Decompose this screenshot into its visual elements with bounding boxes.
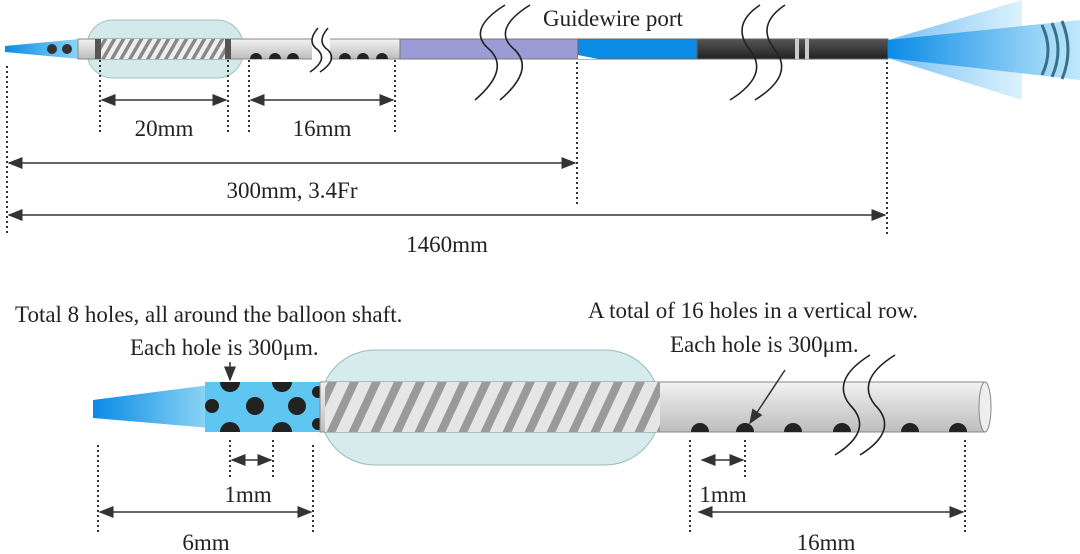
balloon-coil (97, 39, 229, 59)
shaft-end (978, 381, 992, 433)
left-note-line1: Total 8 holes, all around the balloon sh… (15, 302, 402, 327)
dim-balloon-label: 20mm (135, 116, 194, 141)
side-holes (250, 53, 388, 59)
marker-band (225, 39, 231, 59)
pointer-arrow-right (749, 369, 786, 425)
detail-coil (325, 382, 660, 432)
blue-segment (577, 38, 698, 60)
guidewire-port-label: Guidewire port (543, 6, 683, 31)
right-note-line1: A total of 16 holes in a vertical row. (588, 298, 918, 323)
bottom-detail: Total 8 holes, all around the balloon sh… (15, 298, 992, 554)
left-note-line2: Each hole is 300μm. (130, 335, 319, 360)
dim-right-holes-label: 16mm (797, 530, 856, 554)
dim-holes-label: 16mm (293, 116, 352, 141)
dim-distal-label: 300mm, 3.4Fr (227, 178, 358, 203)
dark-segment (696, 38, 889, 60)
dim-total-label: 1460mm (406, 232, 488, 257)
detail-side-holes (691, 423, 967, 432)
tip-hole (47, 44, 57, 54)
detail-tip (93, 385, 210, 428)
hub-connector (888, 0, 1080, 100)
detail-hole-segment (205, 382, 325, 432)
dim-tip-label: 6mm (182, 530, 229, 554)
dim-left-spacing-label: 1mm (224, 482, 271, 507)
right-note-line2: Each hole is 300μm. (670, 332, 859, 357)
dim-right-spacing-label: 1mm (699, 482, 746, 507)
distal-tip (5, 39, 80, 59)
marker-band (95, 39, 101, 59)
tip-hole (62, 44, 72, 54)
top-catheter: Guidewire port 20mm 16mm 300mm, 3.4Fr 14… (5, 0, 1080, 257)
